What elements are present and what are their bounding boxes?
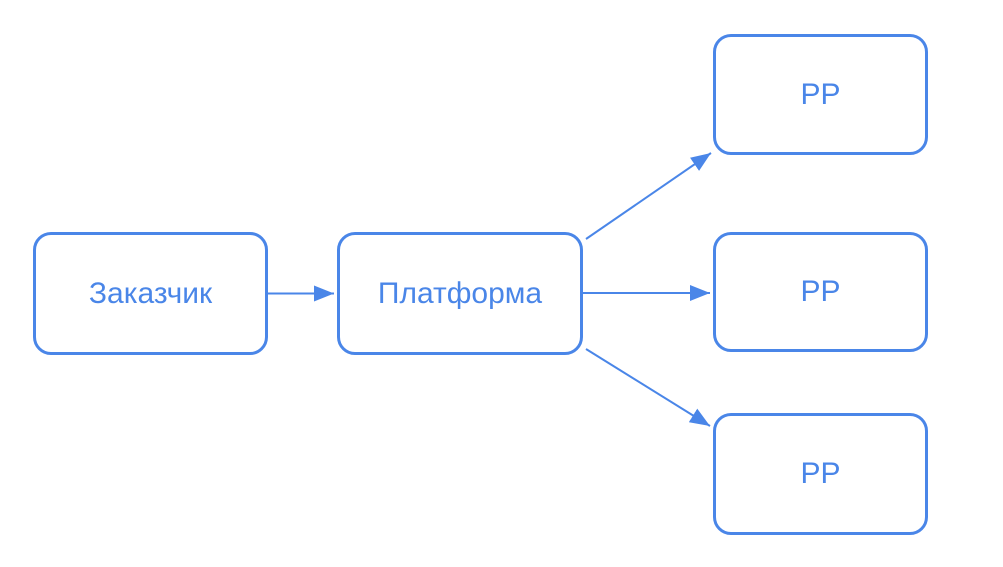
edge-platform-pp-top	[585, 152, 712, 240]
node-pp-top-label: РР	[800, 77, 841, 111]
node-pp-middle-label: РР	[800, 275, 841, 308]
node-pp-bottom: РР	[713, 413, 928, 535]
node-platform-label: Платформа	[377, 276, 543, 310]
node-pp-top: РР	[713, 34, 928, 155]
node-platform: Платформа	[337, 232, 583, 355]
node-pp-middle: РР	[713, 232, 928, 352]
node-customer-label: Заказчик	[88, 276, 213, 310]
node-pp-bottom-label: РР	[800, 457, 841, 490]
edge-platform-pp-bottom	[585, 348, 711, 427]
node-customer: Заказчик	[33, 232, 268, 355]
